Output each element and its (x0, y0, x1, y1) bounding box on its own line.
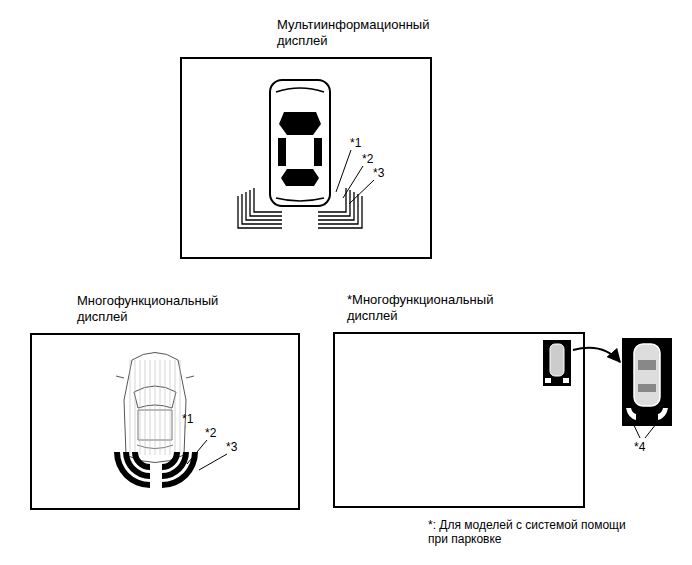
callout-number: *4 (634, 440, 645, 454)
panel-heading: *Многофункциональный дисплей (347, 292, 537, 324)
callout-number: *3 (373, 166, 384, 180)
display-panel: Мультиинформационный дисплей (180, 57, 432, 259)
wire-line (175, 360, 176, 455)
wire-line (135, 360, 136, 455)
small-car-icon (543, 340, 571, 386)
sensor-segment (318, 194, 358, 224)
wire-line (165, 360, 166, 455)
sensor-segment (318, 196, 362, 228)
panel-heading: Мультиинформационный дисплей (277, 17, 457, 49)
sensor-segment (318, 192, 354, 220)
callout-number: *1 (350, 136, 361, 150)
wire-line (160, 360, 161, 455)
sensor-arc (162, 452, 198, 488)
zoomed-car-icon (622, 338, 672, 426)
sensor-arc (114, 452, 150, 488)
wire-line (155, 360, 156, 455)
wire-line (140, 360, 141, 455)
sensor-segment (242, 194, 282, 224)
zoom-arrow (573, 348, 620, 362)
sensor-arcs (114, 452, 198, 488)
panel-heading: Многофункциональный дисплей (77, 293, 242, 325)
sensor-segments (238, 188, 362, 228)
sensor-segment (238, 196, 282, 228)
sensor-segment (250, 190, 282, 216)
callout-number: *2 (362, 152, 373, 166)
sensor-segment (318, 188, 346, 212)
wire-line (130, 360, 131, 455)
wire-line (180, 360, 181, 455)
display-panel: Многофункциональный дисплей (30, 333, 300, 510)
car-icon (270, 80, 330, 206)
sensor-segment (254, 188, 282, 212)
callout-number: *1 (182, 412, 193, 426)
wireframe-lines (130, 360, 180, 455)
car-wireframe (116, 353, 194, 463)
wire-line (150, 360, 151, 455)
sensor-segment (246, 192, 282, 220)
leader-lines (177, 150, 660, 470)
footnote: *: Для моделей с системой помощи при пар… (428, 518, 638, 546)
display-panel: *Многофункциональный дисплей (333, 332, 585, 508)
callout-number: *2 (205, 426, 216, 440)
wire-line (145, 360, 146, 455)
wire-line (170, 360, 171, 455)
callout-number: *3 (226, 440, 237, 454)
